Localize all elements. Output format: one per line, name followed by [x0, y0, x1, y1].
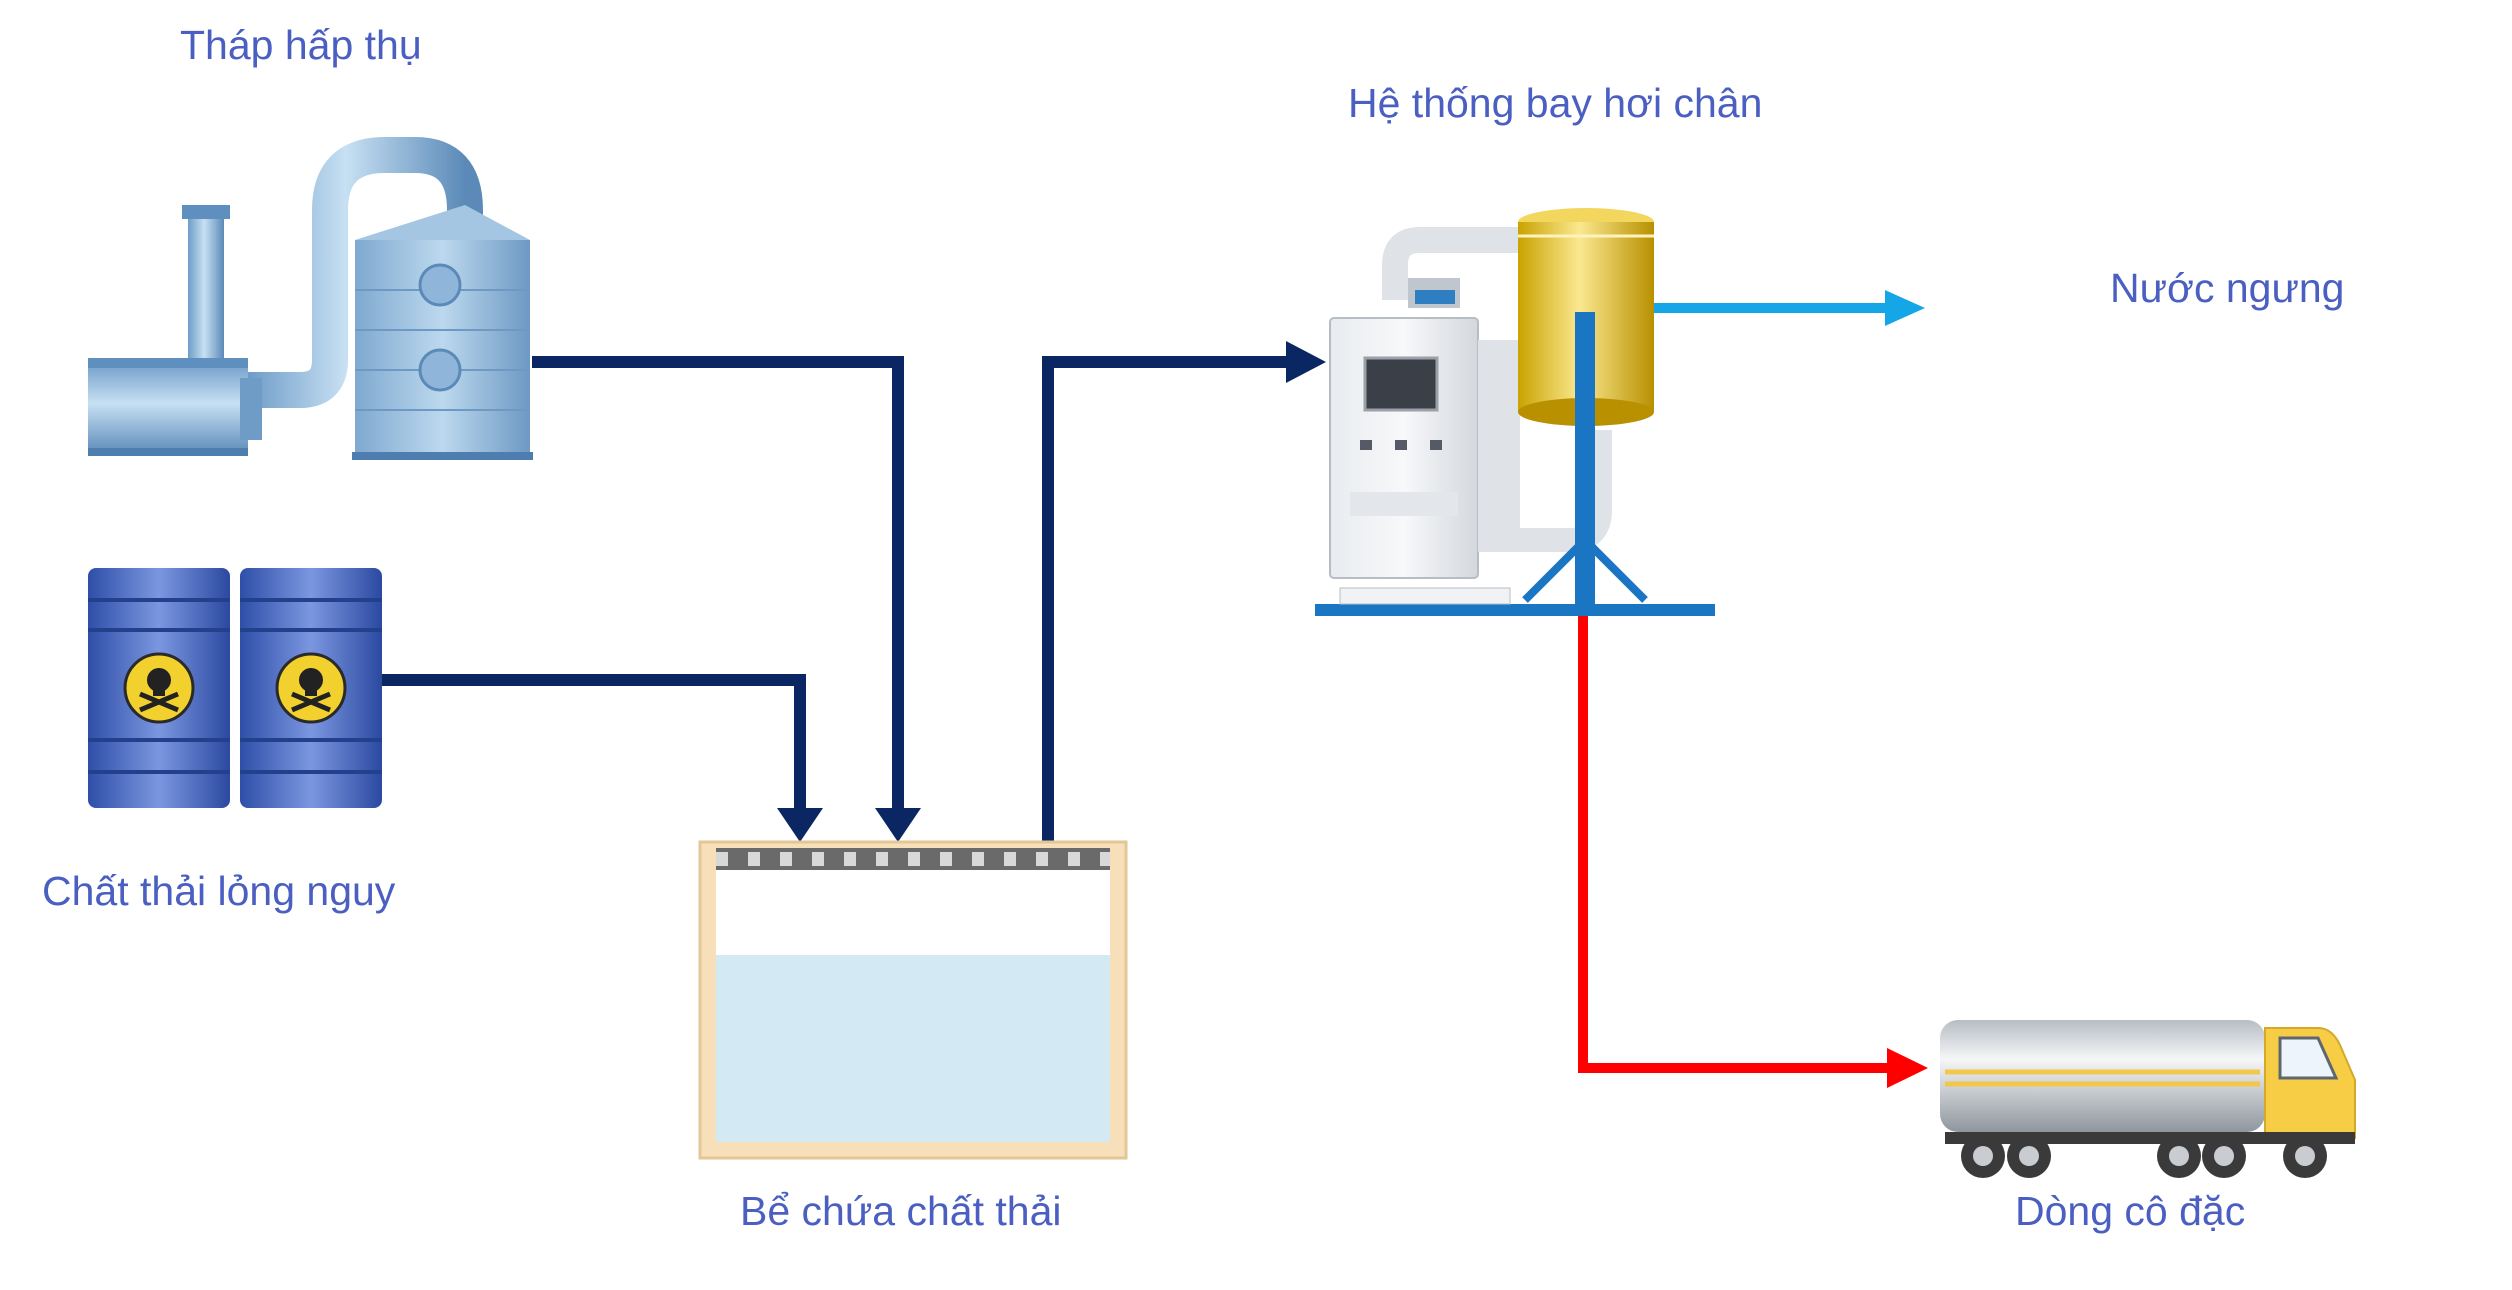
absorber-label: Tháp hấp thụ [180, 22, 422, 68]
flow-condensate [1652, 290, 1925, 326]
condensate-label: Nước ngưng [2110, 265, 2345, 311]
absorber-tower-icon [88, 137, 533, 460]
waste-tank-label: Bể chứa chất thải [740, 1188, 1062, 1234]
evaporator-unit-icon [1315, 208, 1715, 616]
flow-concentrate [1578, 612, 1928, 1088]
evaporator-label: Hệ thống bay hơi chân [1348, 80, 1763, 126]
flow-absorber-to-tank [532, 356, 921, 842]
hazard-barrel-icon [88, 568, 230, 808]
tanker-truck-icon [1940, 1020, 2356, 1178]
waste-tank [698, 840, 1128, 1160]
flow-tank-to-evaporator [1042, 341, 1326, 845]
flow-barrels-to-tank [380, 674, 823, 842]
hazard-barrel-icon [240, 568, 382, 808]
skull-crossbones-icon [139, 668, 179, 713]
concentrate-label: Dòng cô đặc [2015, 1188, 2246, 1234]
skull-crossbones-icon [291, 668, 331, 713]
tank-liquid [716, 955, 1110, 1142]
hazardous-liquid-label: Chất thải lỏng nguy [42, 868, 396, 914]
